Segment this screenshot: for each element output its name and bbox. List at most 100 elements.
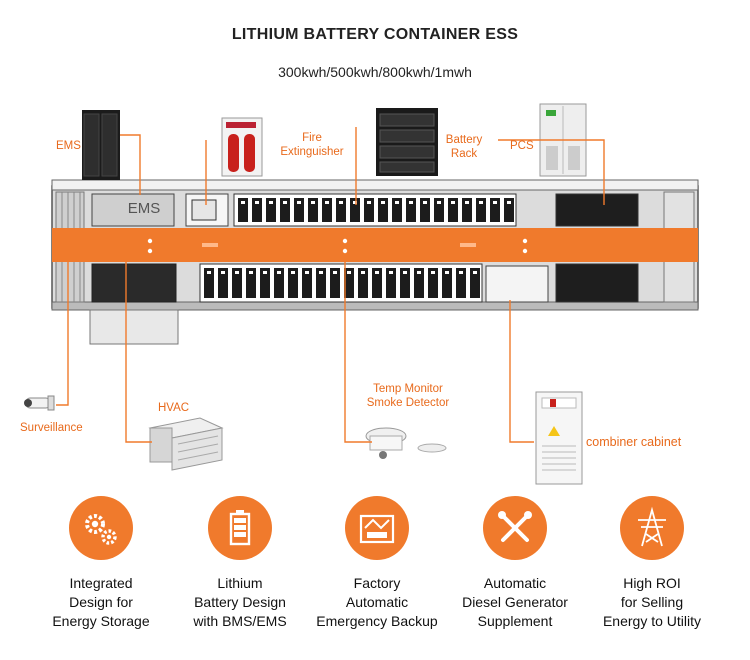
battery-module <box>406 198 416 222</box>
battery-module-terminal <box>451 201 455 204</box>
battery-module <box>358 268 368 298</box>
battery-module-terminal <box>493 201 497 204</box>
battery-module <box>280 198 290 222</box>
battery-module-terminal <box>235 271 239 274</box>
battery-module <box>308 198 318 222</box>
hvac-duct <box>89 309 179 345</box>
battery-module <box>386 268 396 298</box>
battery-module-terminal <box>381 201 385 204</box>
smoke-detector-illustration <box>365 427 447 459</box>
hvac-unit-lower <box>91 263 177 303</box>
battery-module <box>288 268 298 298</box>
battery-module <box>294 198 304 222</box>
battery-module-terminal <box>479 201 483 204</box>
battery-module-terminal <box>333 271 337 274</box>
battery-module-terminal <box>291 271 295 274</box>
hvac-label: HVAC <box>158 402 190 414</box>
battery-module <box>442 268 452 298</box>
feature-circle-lithium <box>208 496 272 560</box>
battery-module <box>476 198 486 222</box>
battery-module-terminal <box>417 271 421 274</box>
container-floor <box>51 301 699 311</box>
battery-module <box>302 268 312 298</box>
battery-module <box>378 198 388 222</box>
ems-panel-label: EMS <box>127 200 161 217</box>
battery-module <box>260 268 270 298</box>
battery-module-terminal <box>395 201 399 204</box>
battery-module <box>204 268 214 298</box>
battery-module-terminal <box>297 201 301 204</box>
battery-module <box>274 268 284 298</box>
battery-module <box>504 198 514 222</box>
battery-module-terminal <box>423 201 427 204</box>
battery-module-terminal <box>445 271 449 274</box>
battery-module-terminal <box>437 201 441 204</box>
battery-module <box>462 198 472 222</box>
battery-module-terminal <box>347 271 351 274</box>
battery-module <box>322 198 332 222</box>
fire-extinguisher-label: Fire Extinguisher <box>280 132 344 158</box>
feature-circle-factory <box>345 496 409 560</box>
fire-extinguisher-box <box>191 199 217 221</box>
hvac-illustration <box>148 417 224 471</box>
battery-module-terminal <box>305 271 309 274</box>
battery-module-terminal <box>367 201 371 204</box>
battery-module-terminal <box>375 271 379 274</box>
battery-module <box>420 198 430 222</box>
battery-module <box>330 268 340 298</box>
battery-module-terminal <box>507 201 511 204</box>
battery-module-terminal <box>353 201 357 204</box>
diagram-title: LITHIUM BATTERY CONTAINER ESS <box>231 26 519 43</box>
battery-module <box>400 268 410 298</box>
battery-rack-upper <box>233 193 517 227</box>
battery-module-terminal <box>277 271 281 274</box>
battery-module-terminal <box>311 201 315 204</box>
battery-module <box>448 198 458 222</box>
battery-module <box>456 268 466 298</box>
pcs-cabinet-upper <box>555 193 639 227</box>
battery-module <box>428 268 438 298</box>
battery-modules <box>204 198 514 298</box>
battery-module <box>392 198 402 222</box>
battery-module-terminal <box>361 271 365 274</box>
battery-rack-label: Battery Rack <box>445 134 483 160</box>
connector-lines <box>56 127 605 443</box>
battery-module <box>470 268 480 298</box>
battery-module-terminal <box>403 271 407 274</box>
battery-module-terminal <box>409 201 413 204</box>
feature-circle-roi <box>620 496 684 560</box>
combiner-cabinet-illustration <box>535 391 583 485</box>
battery-module-terminal <box>339 201 343 204</box>
battery-module-terminal <box>465 201 469 204</box>
battery-module-terminal <box>319 271 323 274</box>
battery-module <box>218 268 228 298</box>
battery-module <box>246 268 256 298</box>
battery-module-terminal <box>207 271 211 274</box>
battery-module <box>266 198 276 222</box>
battery-module <box>350 198 360 222</box>
battery-module <box>372 268 382 298</box>
combiner-cabinet-label: combiner cabinet <box>586 435 682 449</box>
battery-module <box>252 198 262 222</box>
battery-module-terminal <box>241 201 245 204</box>
surveillance-label: Surveillance <box>20 422 83 434</box>
capacity-subtitle: 300kwh/500kwh/800kwh/1mwh <box>278 64 472 80</box>
battery-rack-lower <box>199 263 483 303</box>
battery-module-terminal <box>389 271 393 274</box>
battery-module <box>490 198 500 222</box>
pcs-cabinet-lower <box>555 263 639 303</box>
battery-module-terminal <box>269 201 273 204</box>
ems-label: EMS <box>56 140 81 152</box>
battery-module-terminal <box>473 271 477 274</box>
battery-module-terminal <box>459 271 463 274</box>
container-roof <box>51 179 699 191</box>
cable-tray-band <box>52 228 698 262</box>
ems-cabinet-illustration <box>82 110 120 180</box>
battery-module <box>238 198 248 222</box>
battery-module-terminal <box>249 271 253 274</box>
